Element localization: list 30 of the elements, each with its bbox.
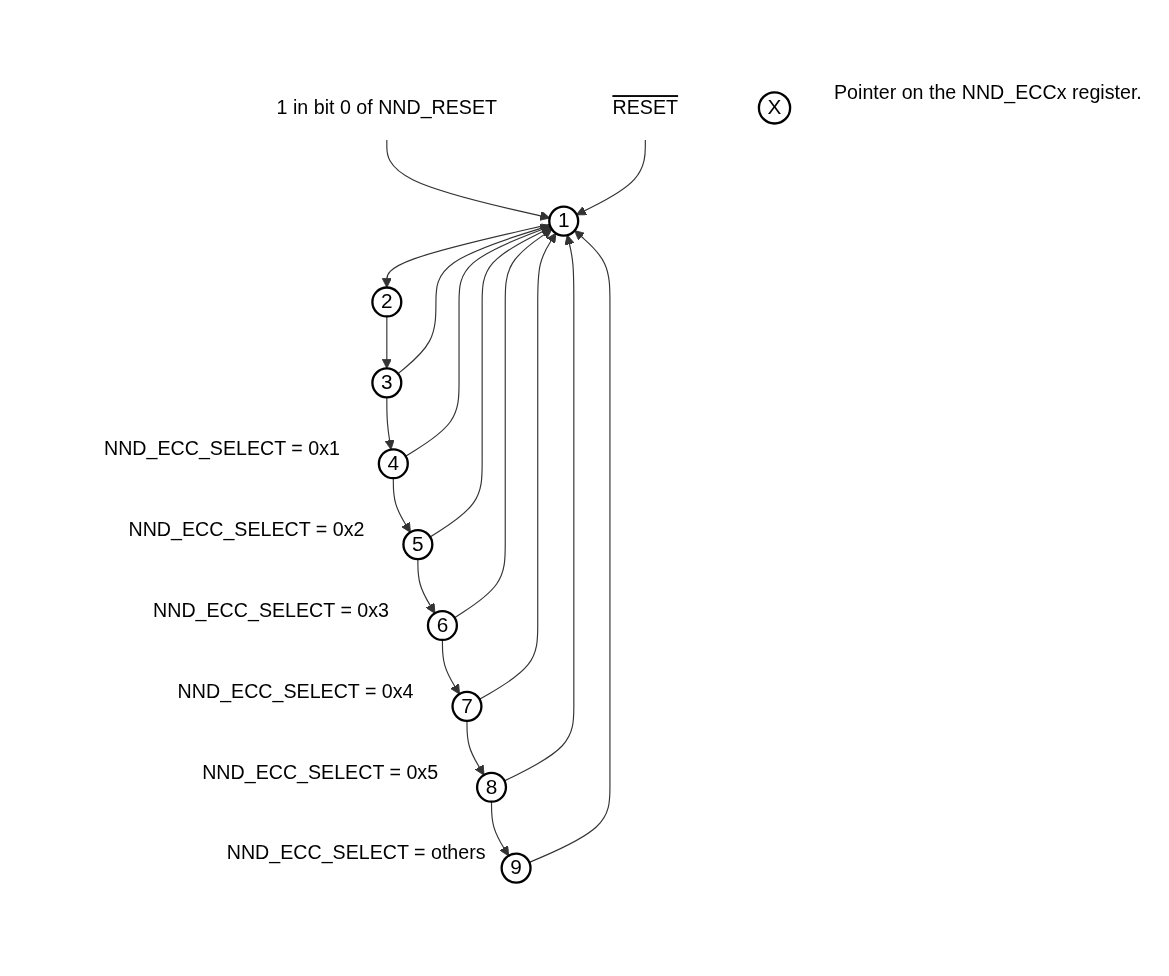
arrow	[478, 232, 557, 700]
node-circle: 6	[426, 609, 459, 642]
node-circle: 7	[451, 690, 483, 722]
node-label: NND_ECC_SELECT = others	[226, 842, 486, 865]
node-label: NND_ECC_SELECT = 0x2	[128, 518, 365, 541]
node-label: NND_ECC_SELECT = 0x3	[153, 599, 389, 622]
arrow	[576, 139, 646, 216]
node-label: Pointer on the NND_ECCx register.	[834, 81, 1142, 104]
node-text: 1 in bit 0 of NND_RESET	[276, 96, 498, 119]
arrow	[386, 139, 551, 221]
node-circle: 9	[500, 852, 532, 884]
arrow	[466, 720, 485, 776]
node-label: NND_ECC_SELECT = 0x5	[202, 761, 439, 784]
arrow	[429, 227, 552, 538]
arrow	[441, 639, 460, 695]
arrow	[392, 477, 411, 533]
arrow	[454, 228, 553, 619]
node-label: NND_ECC_SELECT = 0x4	[177, 680, 414, 703]
node-text: RESET	[612, 96, 679, 119]
arrow	[417, 558, 436, 614]
node-circle: 3	[371, 367, 403, 399]
node-circle: 5	[402, 529, 434, 561]
node-label: NND_ECC_SELECT = 0x1	[103, 437, 340, 460]
arrow	[528, 230, 611, 863]
node-circle: 8	[475, 771, 508, 803]
node-circle: 4	[377, 448, 409, 480]
arrow	[490, 801, 510, 857]
node-circle: 2	[371, 286, 403, 318]
node-circle: 1	[548, 205, 580, 237]
node-circle: X	[757, 91, 792, 125]
